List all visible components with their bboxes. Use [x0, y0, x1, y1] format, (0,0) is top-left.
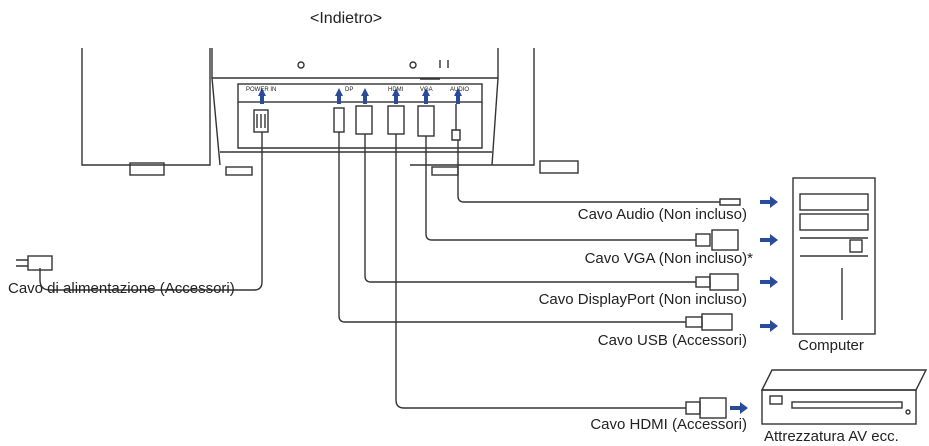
vga-cable [425, 136, 696, 241]
hdmi-cable [395, 134, 686, 409]
label-hdmi-cable: Cavo HDMI (Accessori) [590, 416, 747, 433]
port-label-usb-dp: DP [345, 87, 354, 93]
port-label-audio: AUDIO [450, 87, 470, 93]
computer-tower [792, 177, 876, 335]
connector-panel [237, 83, 483, 103]
av-equipment [760, 369, 928, 391]
label-power-cable: Cavo di alimentazione (Accessori) [8, 280, 235, 297]
dp-cable [364, 134, 696, 283]
label-av-equipment: Attrezzatura AV ecc. [764, 428, 899, 445]
label-displayport-cable: Cavo DisplayPort (Non incluso) [538, 291, 747, 308]
port-label-vga: VGA [420, 87, 433, 93]
label-usb-cable: Cavo USB (Accessori) [597, 332, 747, 349]
label-vga-cable: Cavo VGA (Non incluso)* [584, 250, 753, 267]
audio-cable [457, 140, 720, 203]
power-cable [39, 132, 263, 291]
label-computer: Computer [798, 337, 864, 354]
port-label-hdmi: HDMI [388, 87, 404, 93]
label-audio-cable: Cavo Audio (Non incluso) [577, 206, 747, 223]
usb-cable [338, 132, 686, 323]
diagram-title: <Indietro> [310, 10, 383, 27]
port-label-power: POWER IN [246, 87, 277, 93]
monitor-back [81, 48, 211, 166]
